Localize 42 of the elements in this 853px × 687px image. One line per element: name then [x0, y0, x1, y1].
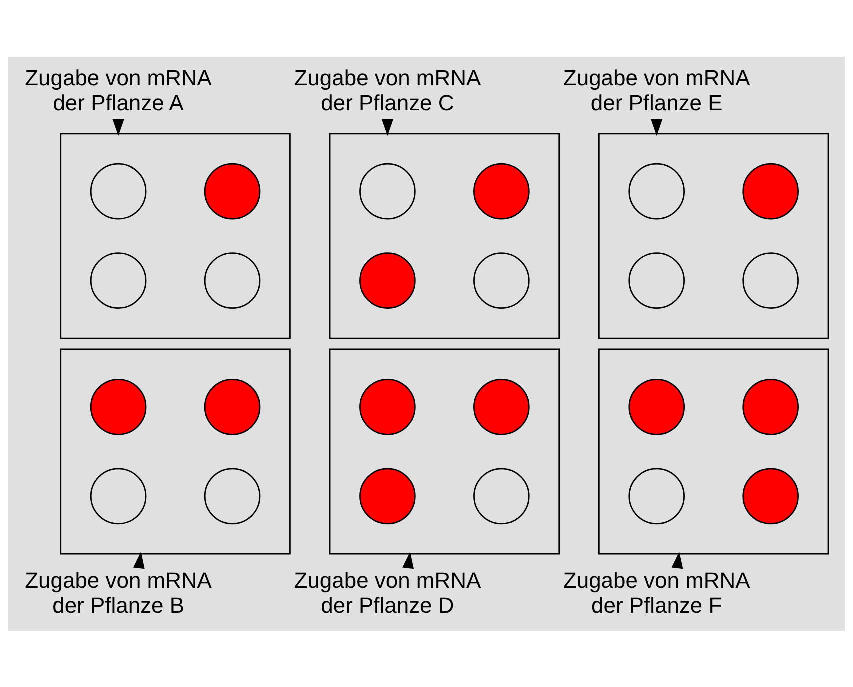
node-circle: [204, 252, 261, 308]
arrow: [651, 118, 663, 136]
node-circle: [474, 468, 530, 524]
node-circle: [628, 252, 685, 308]
node-text: Zugabe von mRNA der Pflanze D: [294, 568, 482, 618]
node-circle: [628, 468, 685, 524]
cluster: [329, 348, 560, 554]
node-circle: [742, 162, 799, 220]
node-circle: [474, 162, 530, 220]
node-circle: [742, 378, 799, 435]
arrow: [402, 552, 414, 569]
arrow: [112, 118, 124, 136]
node-circle: [360, 468, 416, 524]
node-circle: [628, 378, 685, 435]
node-text: Zugabe von mRNA der Pflanze A: [25, 65, 212, 115]
node-circle: [90, 162, 147, 220]
node-circle: [360, 162, 416, 220]
arrow: [382, 118, 394, 136]
node-circle: [90, 252, 147, 308]
arrow: [672, 552, 684, 569]
node-text: Zugabe von mRNA der Pflanze C: [294, 65, 482, 115]
node-circle: [742, 468, 799, 524]
node-circle: [204, 378, 261, 435]
node-text: Zugabe von mRNA der Pflanze B: [25, 568, 212, 618]
node-circle: [474, 252, 530, 308]
node-circle: [742, 252, 799, 308]
arrow: [133, 552, 145, 569]
node-circle: [474, 378, 530, 435]
node-circle: [204, 468, 261, 524]
node-text: Zugabe von mRNA der Pflanze E: [563, 65, 750, 115]
node-circle: [360, 378, 416, 435]
node-circle: [90, 378, 147, 435]
node-circle: [204, 162, 261, 220]
node-circle: [360, 252, 416, 308]
node-circle: [628, 162, 685, 220]
cluster: [60, 132, 291, 339]
node-circle: [90, 468, 147, 524]
cluster: [598, 132, 830, 339]
cluster: [598, 348, 830, 554]
node-text: Zugabe von mRNA der Pflanze F: [563, 568, 750, 618]
cluster: [329, 132, 560, 339]
cluster: [60, 348, 291, 554]
